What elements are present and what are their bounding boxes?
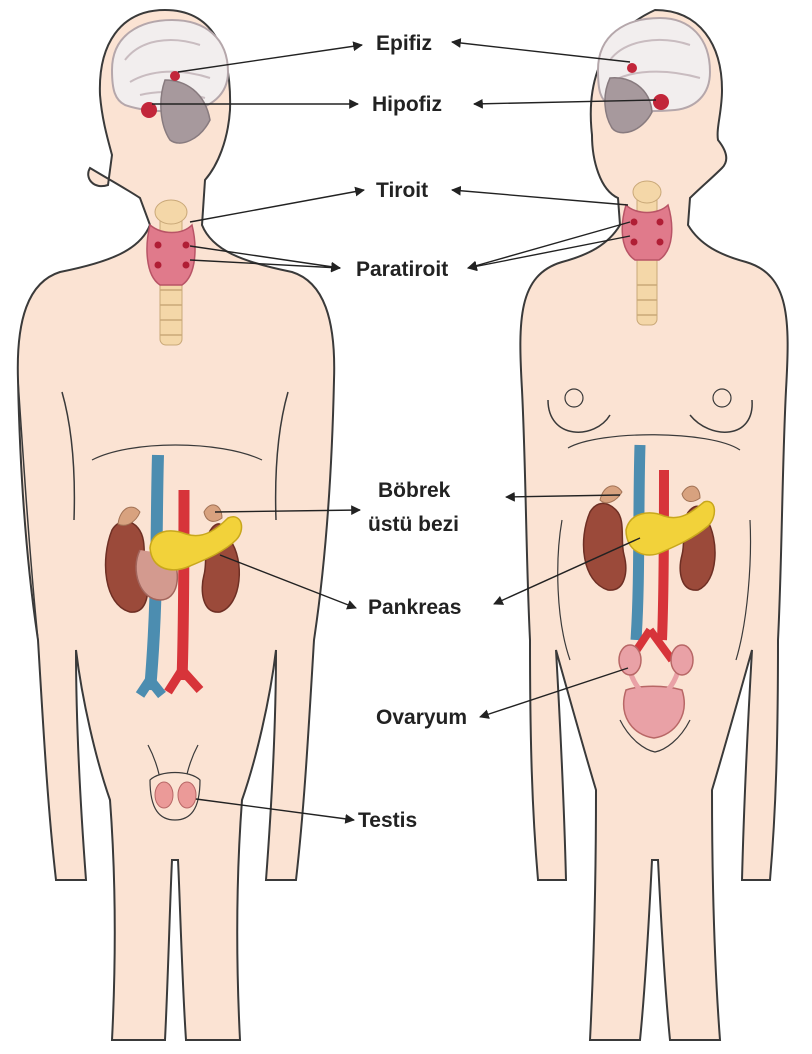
label-bobrek-ustu-bezi-line1: Böbrek — [378, 479, 451, 502]
male-figure — [18, 10, 334, 1040]
label-epifiz: Epifiz — [376, 32, 432, 55]
female-pineal-gland — [627, 63, 637, 73]
male-thyroid — [147, 225, 195, 285]
male-body-outline — [18, 10, 334, 1040]
female-aorta — [662, 470, 664, 640]
male-aorta — [182, 490, 184, 680]
label-pankreas: Pankreas — [368, 596, 461, 619]
male-right-adrenal — [204, 505, 222, 521]
label-hipofiz: Hipofiz — [372, 93, 442, 116]
label-ovaryum: Ovaryum — [376, 706, 467, 729]
female-right-ovary — [671, 645, 693, 675]
label-paratiroit: Paratiroit — [356, 258, 448, 281]
male-right-testis — [178, 782, 196, 808]
labels: Epifiz Hipofiz Tiroit Paratiroit Böbrek … — [356, 32, 467, 832]
female-pituitary-gland — [653, 94, 669, 110]
male-left-testis — [155, 782, 173, 808]
female-figure — [520, 10, 787, 1040]
label-testis: Testis — [358, 809, 417, 832]
female-thyroid — [622, 205, 671, 260]
label-bobrek-ustu-bezi-line2: üstü bezi — [368, 513, 459, 536]
label-tiroit: Tiroit — [376, 179, 428, 202]
